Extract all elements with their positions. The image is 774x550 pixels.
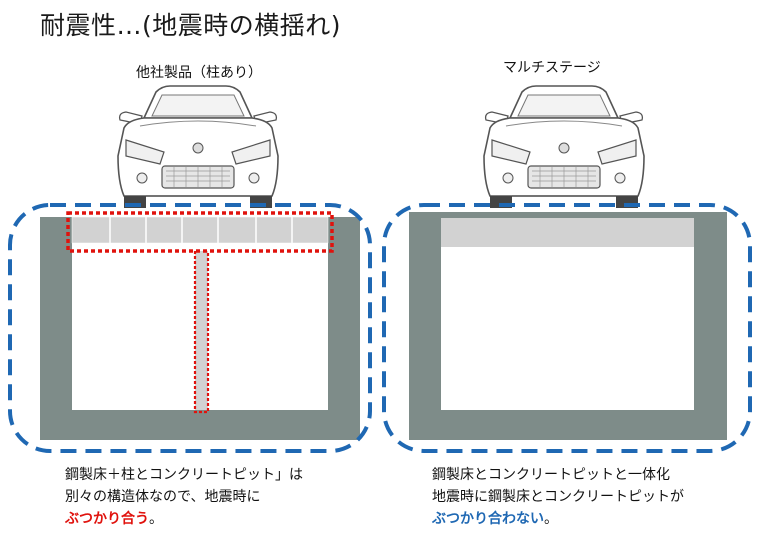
left-floor-seams [109,217,293,243]
left-column [195,251,208,410]
right-blue-boundary [382,203,752,453]
left-caption-line3: ぶつかり合う。 [65,508,303,530]
right-car-icon [483,85,645,209]
left-caption-line2: 別々の構造体なので、地震時に [65,489,261,505]
left-floor-red-outline [66,211,334,253]
right-integration-strip [409,212,727,218]
right-caption-line3: ぶつかり合わない。 [432,508,684,530]
right-caption-highlight: ぶつかり合わない [432,511,544,527]
left-blue-boundary [8,203,372,453]
right-caption-end: 。 [544,511,558,527]
right-caption-line2: 地震時に鋼製床とコンクリートピットが [432,489,684,505]
left-label: 他社製品（柱あり） [136,65,262,81]
right-caption: 鋼製床とコンクリートピットと一体化 地震時に鋼製床とコンクリートピットが ぶつか… [432,464,684,530]
right-caption-line1: 鋼製床とコンクリートピットと一体化 [432,467,670,483]
right-steel-floor [441,217,694,247]
left-caption-highlight: ぶつかり合う [65,511,149,527]
left-column-red-outline [193,251,210,414]
right-label: マルチステージ [503,60,601,76]
left-steel-floor [71,216,329,244]
page-title: 耐震性…(地震時の横揺れ) [40,11,342,40]
left-caption-end: 。 [149,511,163,527]
left-caption-line1: 鋼製床＋柱とコンクリートピット」は [65,467,303,483]
left-car-icon [117,85,279,209]
left-caption: 鋼製床＋柱とコンクリートピット」は 別々の構造体なので、地震時に ぶつかり合う。 [65,464,303,530]
right-concrete-pit [409,217,727,440]
